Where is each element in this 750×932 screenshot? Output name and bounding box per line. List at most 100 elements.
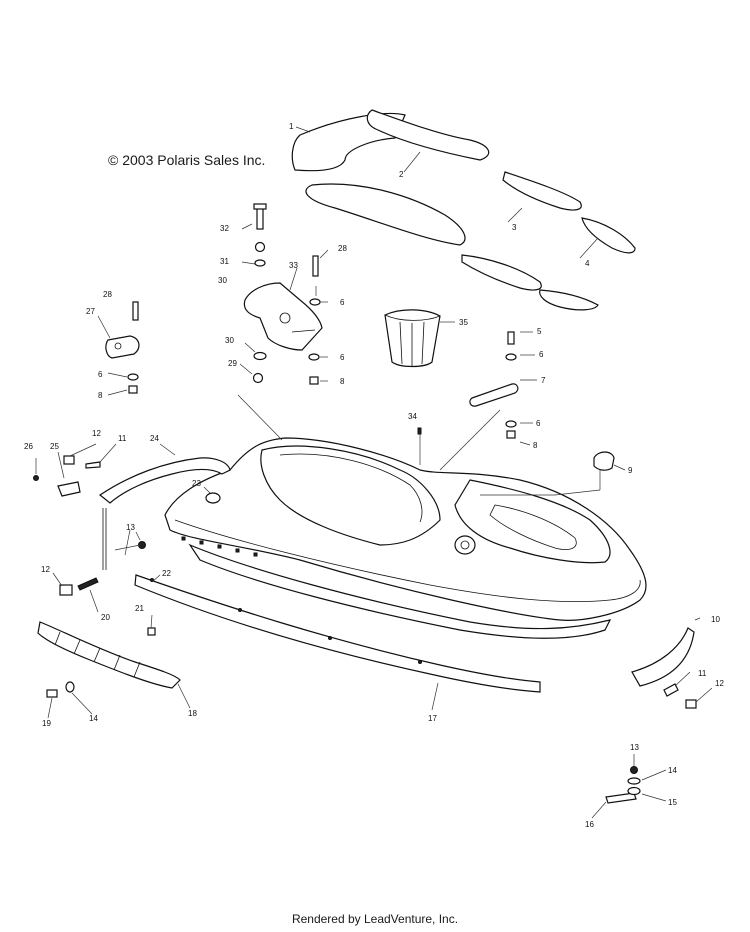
callout-1: 1 [289,122,294,131]
part-18-grate [37,621,181,689]
part-4-mat-bottom [539,289,599,311]
callout-8-mid: 8 [340,377,345,386]
callout-28-left: 28 [103,290,112,299]
hull-deck-line [174,519,641,603]
callout-12-bottom: 12 [41,565,50,574]
callout-6-mid: 6 [340,353,345,362]
callout-8-left: 8 [98,391,103,400]
callout-25: 25 [50,442,59,451]
callout-34: 34 [408,412,417,421]
callout-32: 32 [220,224,229,233]
part-30-washer-bottom [253,351,267,361]
callout-16: 16 [585,820,594,829]
part-25-clip [57,481,81,497]
callout-13-left: 13 [126,523,135,532]
callout-6-right-b: 6 [536,419,541,428]
callout-30-lower: 30 [225,336,234,345]
part-14-washer-right [627,777,641,785]
callout-27: 27 [86,307,95,316]
part-11-screw-top [85,461,101,469]
callout-6-right-a: 6 [539,350,544,359]
footer-credit: Rendered by LeadVenture, Inc. [291,912,459,926]
part-6-washer-right-b [505,420,517,428]
part-6-washer-left [127,373,139,381]
part-1-mat-upper [366,109,490,161]
part-35-storage-bin [384,309,441,368]
callout-11-right: 11 [698,669,707,678]
callout-35: 35 [459,318,468,327]
part-12-plug-top [63,455,75,465]
part-2-mat [305,183,466,246]
part-8-nut-right [506,430,516,439]
part-7-strap [469,383,519,407]
part-5-screw [507,331,515,345]
part-8-nut-left [128,385,138,394]
part-30-washer-top [254,259,266,267]
callout-29: 29 [228,359,237,368]
callout-12-top: 12 [92,429,101,438]
callout-23: 23 [192,479,201,488]
callout-12-right: 12 [715,679,724,688]
callout-24: 24 [150,434,159,443]
part-19-bolt [46,689,58,698]
part-24-rub-rail [98,457,231,504]
part-6-washer-upper [309,298,321,306]
callout-18: 18 [188,709,197,718]
part-12-plug-bottom [59,584,73,596]
hull-seat [260,445,441,546]
part-12-plug-right [685,699,697,709]
callout-8-right: 8 [533,441,538,450]
part-15-washer [627,786,641,796]
part-31-nut [254,241,266,253]
part-22-strip [134,574,541,693]
callout-10: 10 [711,615,720,624]
part-26-screw [33,475,39,481]
callout-20: 20 [101,613,110,622]
part-34-screw [417,427,422,435]
callout-33: 33 [289,261,298,270]
part-9-plug [593,451,615,471]
part-8-nut-mid [309,376,319,385]
callout-30-upper: 30 [218,276,227,285]
callout-6-left: 6 [98,370,103,379]
hull-console [454,479,611,564]
callout-19: 19 [42,719,51,728]
part-28-bolt-left [132,301,139,321]
callout-17: 17 [428,714,437,723]
part-27-hook-bracket [105,335,140,359]
callout-13-right: 13 [630,743,639,752]
callout-5: 5 [537,327,542,336]
hull-hatch [489,504,577,550]
callout-22: 22 [162,569,171,578]
part-3-mat-top [502,171,582,211]
part-29-nut [252,372,264,384]
part-23-knob [205,492,221,504]
part-10-bumper [631,627,695,687]
part-16-bolt [605,792,637,804]
hull-steering-hub [454,535,476,555]
callout-14-left: 14 [89,714,98,723]
part-21-nut [147,627,156,636]
part-14-washer-left [65,681,75,693]
callout-28-upper: 28 [338,244,347,253]
part-28-bolt-upper [312,255,319,277]
callout-11-left: 11 [118,434,127,443]
part-33-bracket [243,282,323,351]
callout-6-upper: 6 [340,298,345,307]
hull-footwell [279,453,423,523]
part-6-washer-mid [308,353,320,361]
part-32-bolt [256,206,264,230]
part-11-screw-right [663,683,679,697]
part-6-washer-right-a [505,353,517,361]
callout-31: 31 [220,257,229,266]
callout-15: 15 [668,798,677,807]
part-13-nut-right [630,766,638,774]
part-4-mat-top [581,217,636,254]
callout-3: 3 [512,223,517,232]
callout-21: 21 [135,604,144,613]
callout-9: 9 [628,466,633,475]
callout-26: 26 [24,442,33,451]
hull-bottom [188,543,612,639]
callout-14-right: 14 [668,766,677,775]
